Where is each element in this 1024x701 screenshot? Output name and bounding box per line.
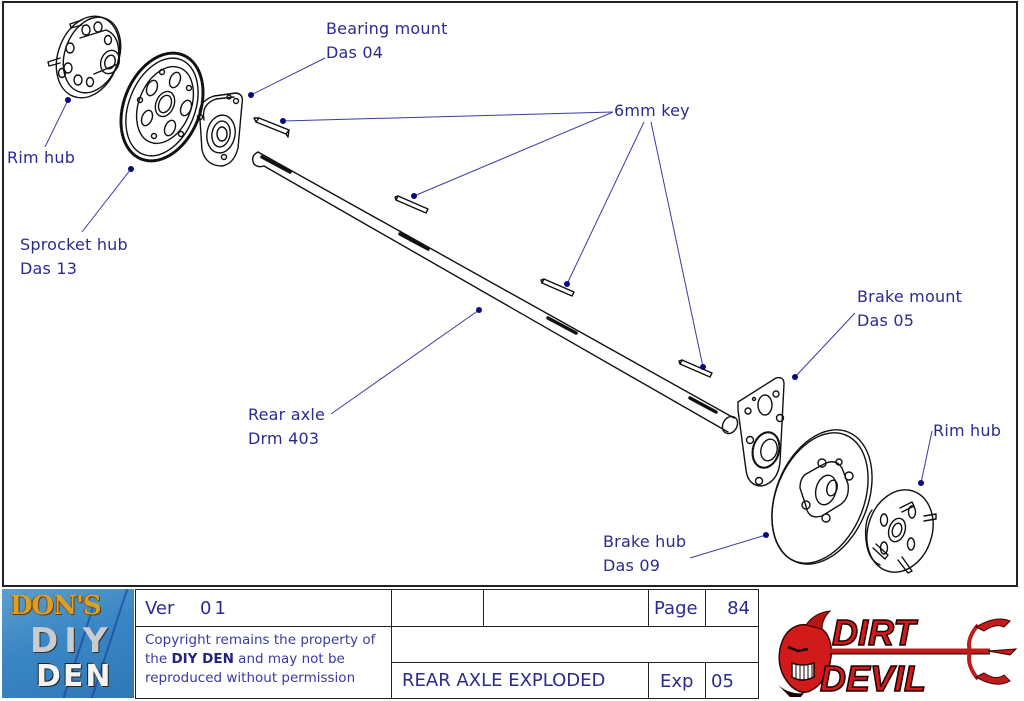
callout-line: Sprocket hub xyxy=(20,235,128,254)
callout-line: Brake hub xyxy=(603,532,687,551)
logo-word-devil: DEVIL xyxy=(820,658,926,697)
leader-key-3 xyxy=(566,121,645,285)
version-value: 01 xyxy=(200,598,229,619)
key-part-3 xyxy=(540,278,575,297)
callout-rim-hub-right: Rim hub xyxy=(933,419,1001,443)
devil-head-icon xyxy=(778,610,833,697)
blank-cell-3 xyxy=(391,626,759,663)
callout-line: Drm 403 xyxy=(248,429,320,448)
rim-hub-left-part xyxy=(47,15,122,99)
leader-lines xyxy=(44,57,933,559)
leader-dot xyxy=(248,92,254,98)
version-label: Ver xyxy=(145,598,175,619)
leader-key-2 xyxy=(413,111,614,197)
bearing-mount-part xyxy=(196,92,244,167)
leader-dot xyxy=(792,374,798,380)
dons-diy-den-logo: DON'S DIY DEN xyxy=(2,589,134,698)
leader-dots xyxy=(65,92,924,538)
callout-brake-mount: Brake mount Das 05 xyxy=(857,285,962,333)
page-number: 84 xyxy=(727,598,750,619)
leader-key-4 xyxy=(650,121,704,368)
callout-line: Bearing mount xyxy=(326,19,448,38)
callout-rim-hub-left: Rim hub xyxy=(7,146,75,170)
drawing-title: REAR AXLE EXPLODED xyxy=(402,670,606,691)
page-label: Page xyxy=(654,598,698,619)
leader-dot xyxy=(918,480,924,486)
drawing-title-cell: REAR AXLE EXPLODED xyxy=(391,662,649,699)
callout-line: Das 04 xyxy=(326,43,384,62)
leader-brake-mount xyxy=(794,312,856,378)
leader-rear-axle xyxy=(330,309,480,415)
exp-label: Exp xyxy=(660,671,694,692)
key-part-2 xyxy=(394,195,429,214)
leader-rim-hub-left xyxy=(44,99,69,148)
callout-brake-hub: Brake hub Das 09 xyxy=(603,530,686,578)
leader-bearing-mount xyxy=(250,57,326,96)
copyright-notice: Copyright remains the property of the DI… xyxy=(145,631,385,688)
leader-dot xyxy=(411,193,417,199)
rear-axle-part xyxy=(251,151,739,435)
version-cell: Ver 01 xyxy=(135,589,392,627)
callout-line: Rim hub xyxy=(7,148,76,167)
logo-word-den: DEN xyxy=(36,659,113,694)
leader-rim-hub-right xyxy=(920,430,933,484)
leader-dot xyxy=(65,97,71,103)
page-value-cell: 84 xyxy=(705,589,759,627)
logo-word-diy: DIY xyxy=(30,621,114,661)
callout-rear-axle: Rear axle Drm 403 xyxy=(248,403,325,451)
key-part-4 xyxy=(678,359,713,378)
exp-label-cell: Exp xyxy=(648,662,706,699)
rim-hub-right-part xyxy=(864,489,937,574)
key-part-1 xyxy=(253,117,290,138)
callout-line: Rim hub xyxy=(933,421,1002,440)
leader-sprocket-hub xyxy=(81,168,132,233)
callout-line: Das 13 xyxy=(20,259,78,278)
sprocket-part xyxy=(119,51,205,163)
trident-icon xyxy=(830,618,1018,685)
leader-brake-hub xyxy=(689,534,767,559)
callout-6mm-key: 6mm key xyxy=(614,99,690,123)
callout-line: Das 05 xyxy=(857,311,915,330)
callout-sprocket-hub: Sprocket hub Das 13 xyxy=(20,233,128,281)
logo-word-dons: DON'S xyxy=(10,591,102,621)
leader-key-1 xyxy=(282,111,614,122)
callout-line: Rear axle xyxy=(248,405,326,424)
copyright-text-post: and may not be reproduced without permis… xyxy=(145,651,356,686)
brake-hub-part xyxy=(771,429,873,565)
leader-dot xyxy=(280,118,286,124)
exp-number: 05 xyxy=(711,671,734,692)
callout-line: 6mm key xyxy=(614,101,690,120)
copyright-text-pre: Copyright remains the property of the xyxy=(145,632,376,667)
leader-dot xyxy=(763,532,769,538)
leader-dot xyxy=(700,364,706,370)
blank-cell-2 xyxy=(483,589,649,627)
leader-dot xyxy=(128,166,134,172)
callout-bearing-mount: Bearing mount Das 04 xyxy=(326,17,448,65)
copyright-cell: Copyright remains the property of the DI… xyxy=(135,626,392,699)
dirt-devil-logo: DIRT DEVIL xyxy=(778,610,1018,697)
blank-cell-1 xyxy=(391,589,484,627)
callout-line: Brake mount xyxy=(857,287,963,306)
page-label-cell: Page xyxy=(648,589,706,627)
copyright-text-bold: DIY DEN xyxy=(171,651,234,667)
logo-word-dirt: DIRT xyxy=(832,612,918,653)
callout-line: Das 09 xyxy=(603,556,661,575)
leader-dot xyxy=(564,281,570,287)
brake-mount-part xyxy=(737,376,785,487)
leader-dot xyxy=(476,307,482,313)
exp-value-cell: 05 xyxy=(705,662,759,699)
